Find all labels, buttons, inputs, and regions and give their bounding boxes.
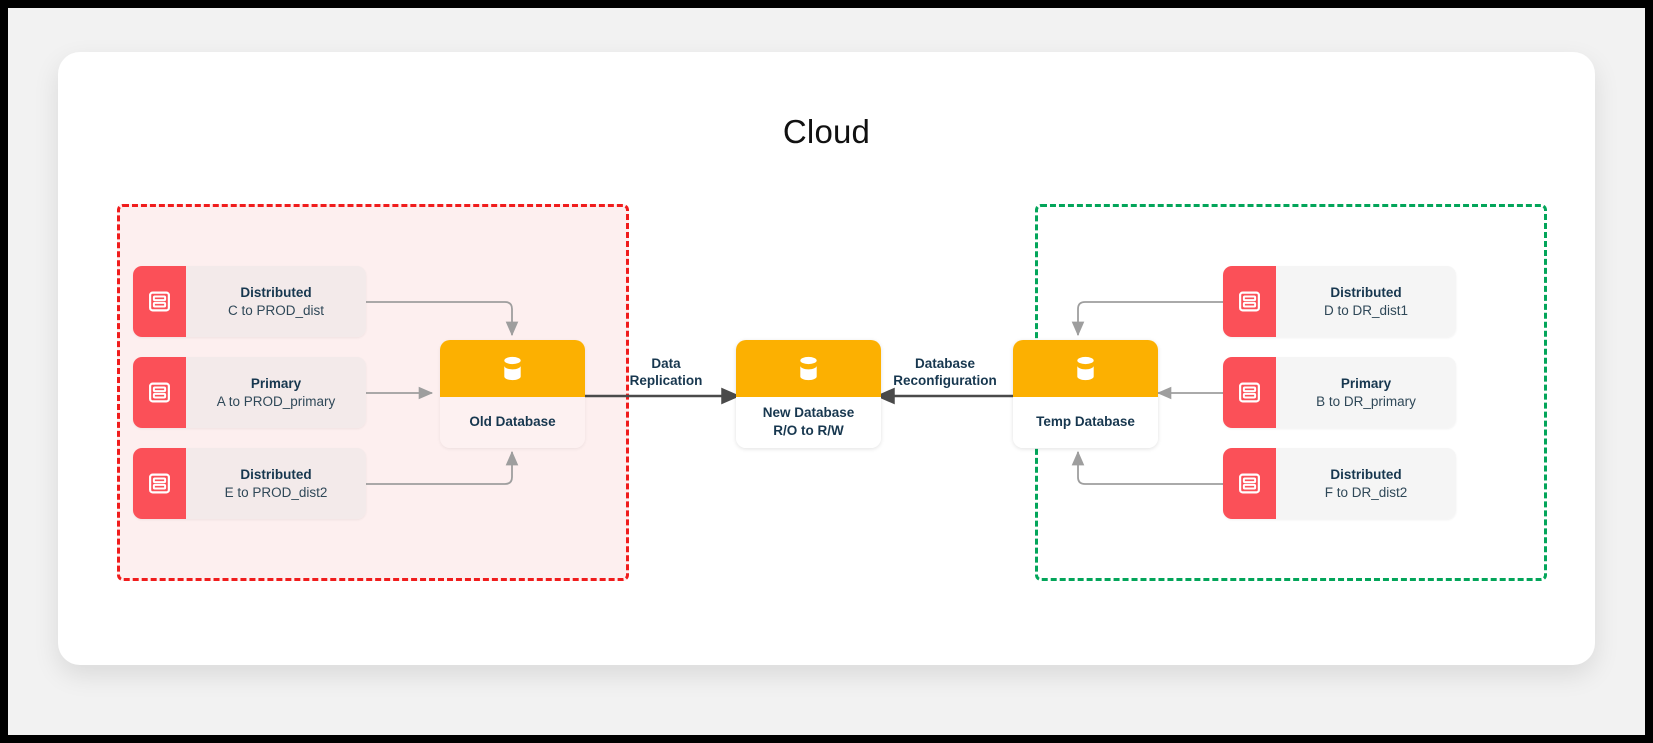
database-label-line1: Temp Database <box>1036 414 1135 430</box>
node-prod-distributed-2[interactable]: Distributed E to PROD_dist2 <box>133 448 366 519</box>
node-text: Distributed E to PROD_dist2 <box>186 448 366 519</box>
node-text: Distributed F to DR_dist2 <box>1276 448 1456 519</box>
database-label: Temp Database <box>1013 397 1158 448</box>
node-text: Distributed D to DR_dist1 <box>1276 266 1456 337</box>
flow-label-line2: Reconfiguration <box>893 373 997 389</box>
node-subtitle: B to DR_primary <box>1316 393 1416 409</box>
diagram-canvas: Cloud <box>58 52 1595 665</box>
node-subtitle: D to DR_dist1 <box>1323 302 1409 318</box>
database-label: New Database R/O to R/W <box>736 397 881 448</box>
node-text: Primary A to PROD_primary <box>186 357 366 428</box>
node-dr-distributed-1[interactable]: Distributed D to DR_dist1 <box>1223 266 1456 337</box>
flow-label-database-reconfiguration: Database Reconfiguration <box>875 355 1015 390</box>
flow-label-data-replication: Data Replication <box>611 355 721 390</box>
node-text: Primary B to DR_primary <box>1276 357 1456 428</box>
server-icon <box>133 357 186 428</box>
database-icon <box>440 340 585 397</box>
database-new[interactable]: New Database R/O to R/W <box>736 340 881 448</box>
node-subtitle: C to PROD_dist <box>227 302 325 318</box>
server-icon <box>133 266 186 337</box>
node-subtitle: E to PROD_dist2 <box>224 484 328 500</box>
screen-frame: Cloud <box>8 8 1645 735</box>
server-icon <box>1223 266 1276 337</box>
database-icon <box>1013 340 1158 397</box>
node-prod-distributed-1[interactable]: Distributed C to PROD_dist <box>133 266 366 337</box>
node-title: Distributed <box>1330 284 1402 300</box>
node-title: Distributed <box>240 466 312 482</box>
database-icon <box>736 340 881 397</box>
database-label-line2: R/O to R/W <box>773 423 844 438</box>
flow-label-line1: Database <box>914 356 976 371</box>
node-subtitle: A to PROD_primary <box>216 393 336 409</box>
database-label-line1: New Database <box>762 405 855 421</box>
node-title: Distributed <box>1330 466 1402 482</box>
node-title: Primary <box>1340 375 1392 391</box>
flow-label-line2: Replication <box>629 373 703 389</box>
database-old[interactable]: Old Database <box>440 340 585 448</box>
node-prod-primary[interactable]: Primary A to PROD_primary <box>133 357 366 428</box>
database-label-line1: Old Database <box>469 414 556 430</box>
server-icon <box>1223 357 1276 428</box>
page-title: Cloud <box>782 113 871 150</box>
node-title: Primary <box>250 375 302 391</box>
node-dr-primary[interactable]: Primary B to DR_primary <box>1223 357 1456 428</box>
server-icon <box>1223 448 1276 519</box>
node-subtitle: F to DR_dist2 <box>1324 484 1408 500</box>
node-dr-distributed-2[interactable]: Distributed F to DR_dist2 <box>1223 448 1456 519</box>
node-text: Distributed C to PROD_dist <box>186 266 366 337</box>
node-title: Distributed <box>240 284 312 300</box>
database-temp[interactable]: Temp Database <box>1013 340 1158 448</box>
server-icon <box>133 448 186 519</box>
flow-label-line1: Data <box>651 356 681 371</box>
database-label: Old Database <box>440 397 585 448</box>
